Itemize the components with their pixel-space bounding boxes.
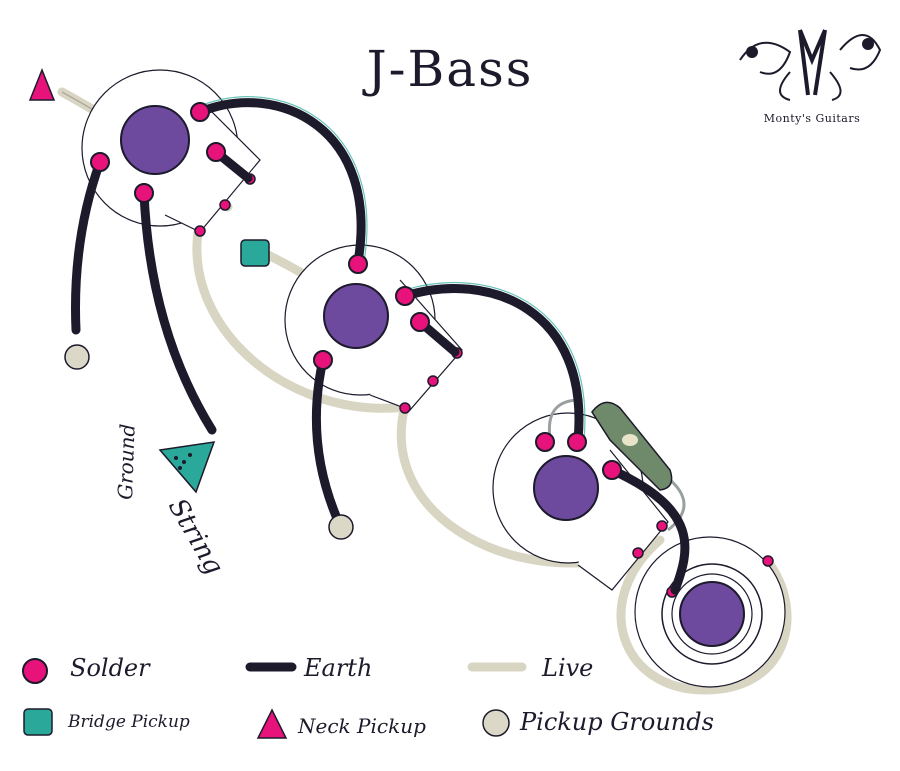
solder-point — [90, 152, 110, 172]
string-ground-line2: Ground — [113, 423, 140, 500]
earth-wire-neck-ground — [71, 157, 105, 335]
montys-guitars-logo — [739, 29, 882, 101]
string-ground-line1: String — [162, 494, 229, 580]
legend-pickup-grounds-label: Pickup Grounds — [520, 708, 714, 736]
earth-wire-pot1-pot2 — [195, 98, 366, 267]
legend-neck-pickup-label: Neck Pickup — [298, 714, 426, 738]
legend-bridge-pickup-icon — [23, 708, 53, 736]
earth-wire-tone-jack — [607, 465, 690, 595]
jack-center — [679, 581, 745, 647]
pot-lug-bracket — [164, 104, 261, 233]
brand-name: Monty's Guitars — [763, 112, 861, 125]
pot-shaft — [323, 283, 389, 349]
pot-lugs — [194, 173, 774, 598]
legend-solder-label: Solder — [70, 654, 150, 682]
solder-point — [190, 102, 210, 122]
solder-points — [90, 102, 622, 480]
live-wire-jack — [616, 535, 792, 695]
earth-wire-pot2-ground — [311, 355, 341, 521]
diagram-title: J-Bass — [366, 40, 534, 98]
legend-pickup-grounds-icon — [482, 709, 510, 737]
solder-point — [410, 312, 430, 332]
solder-point — [313, 350, 333, 370]
legend-bridge-pickup-label: Bridge Pickup — [68, 712, 190, 732]
earth-wires — [71, 98, 690, 595]
solder-point — [535, 432, 555, 452]
neck-pickup-marker — [28, 67, 56, 101]
solder-point — [567, 432, 587, 452]
capacitor-body — [591, 401, 673, 491]
pot-shaft — [533, 455, 599, 521]
legend-live-label: Live — [542, 654, 594, 682]
pickup-ground-marker — [64, 344, 90, 370]
legend-solder-icon — [22, 658, 48, 684]
solder-point — [206, 142, 226, 162]
solder-point — [134, 183, 154, 203]
output-jack — [634, 536, 786, 688]
solder-point — [348, 254, 368, 274]
bridge-pickup-marker — [240, 239, 270, 267]
legend-neck-pickup-icon — [256, 708, 288, 739]
solder-point — [602, 460, 622, 480]
earth-wire-pot2-tone — [400, 284, 584, 445]
earth-highlight — [199, 96, 586, 441]
solder-point — [395, 286, 415, 306]
live-wire-pot1-pot2 — [192, 227, 411, 413]
pot-tone — [492, 412, 669, 591]
legend-earth-label: Earth — [304, 654, 373, 682]
string-ground-arrow — [158, 441, 216, 494]
pot-shaft — [120, 105, 190, 175]
pickup-ground-marker — [328, 514, 354, 540]
legend-symbols — [22, 658, 527, 739]
earth-wire-string-ground — [139, 188, 217, 435]
